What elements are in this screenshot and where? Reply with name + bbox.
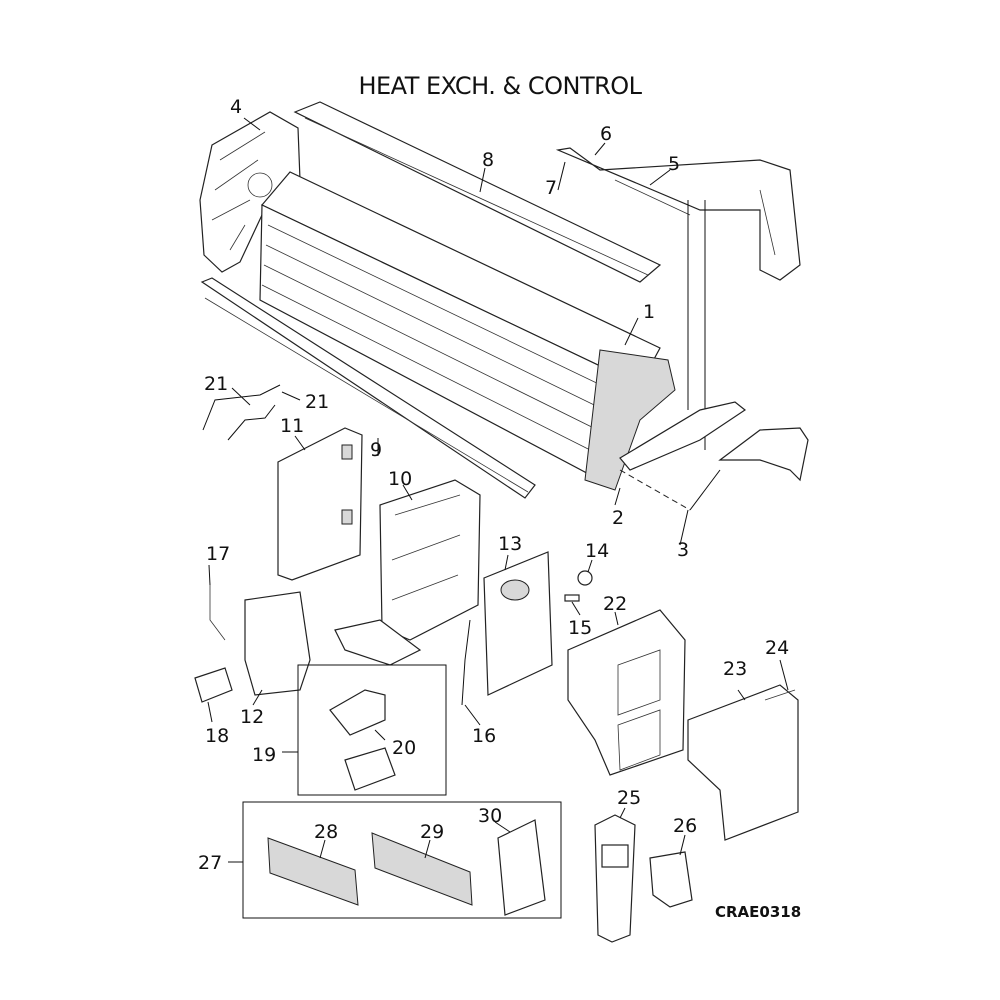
part-1-heat-exchanger: [259, 171, 676, 491]
part-19-box: [297, 664, 447, 796]
callout-10: 10: [388, 468, 412, 490]
drawing-code: CRAE0318: [715, 903, 802, 921]
callout-30: 30: [478, 805, 502, 827]
diagram-title: HEAT EXCH. & CONTROL: [358, 72, 642, 100]
callout-9: 9: [370, 439, 382, 461]
callout-16: 16: [472, 725, 496, 747]
part-8-upper-rail: [293, 101, 662, 283]
callout-21b: 21: [305, 391, 329, 413]
part-18-terminal-block: [194, 667, 233, 703]
callout-18: 18: [205, 725, 229, 747]
callout-labels: 1 2 3 4 5 6 7 8 9 10 11 12 13 14 15 16 1…: [198, 96, 789, 874]
callout-8: 8: [482, 149, 494, 171]
callout-11: 11: [280, 415, 304, 437]
part-4-side-plate: [199, 111, 301, 273]
callout-28: 28: [314, 821, 338, 843]
part-16-harness: [461, 619, 471, 706]
callout-15: 15: [568, 617, 592, 639]
callout-25: 25: [617, 787, 641, 809]
part-14-lamp: [577, 570, 593, 586]
part-26-remote-holder: [649, 851, 693, 908]
part-10-control-box: [334, 479, 481, 666]
callout-13: 13: [498, 533, 522, 555]
callout-3: 3: [677, 539, 689, 561]
callout-12: 12: [240, 706, 264, 728]
callout-17: 17: [206, 543, 230, 565]
part-13-pcb: [483, 551, 553, 696]
callout-26: 26: [673, 815, 697, 837]
part-25-remote-control: [594, 814, 636, 943]
part-27-box: [242, 801, 562, 919]
callout-21a: 21: [204, 373, 228, 395]
callout-27: 27: [198, 852, 222, 874]
callout-1: 1: [643, 301, 655, 323]
callout-4: 4: [230, 96, 242, 118]
callout-22: 22: [603, 593, 627, 615]
leader-lines: [207, 117, 789, 863]
part-5-pipe-assembly: [555, 147, 809, 511]
part-21-sensor-wires: [202, 384, 281, 441]
part-9-drain-rail: [200, 277, 536, 499]
callout-7: 7: [545, 177, 557, 199]
part-12-terminal-bracket: [209, 585, 311, 696]
callout-5: 5: [668, 153, 680, 175]
part-11-bracket-plate: [277, 427, 363, 581]
callout-19: 19: [252, 744, 276, 766]
part-23-side-cover: [687, 684, 799, 841]
part-15-fuse: [564, 594, 580, 602]
callout-6: 6: [600, 123, 612, 145]
part-22-front-cover: [567, 609, 686, 776]
callout-23: 23: [723, 658, 747, 680]
callout-29: 29: [420, 821, 444, 843]
callout-2: 2: [612, 507, 624, 529]
callout-20: 20: [392, 737, 416, 759]
callout-14: 14: [585, 540, 609, 562]
callout-24: 24: [765, 637, 789, 659]
